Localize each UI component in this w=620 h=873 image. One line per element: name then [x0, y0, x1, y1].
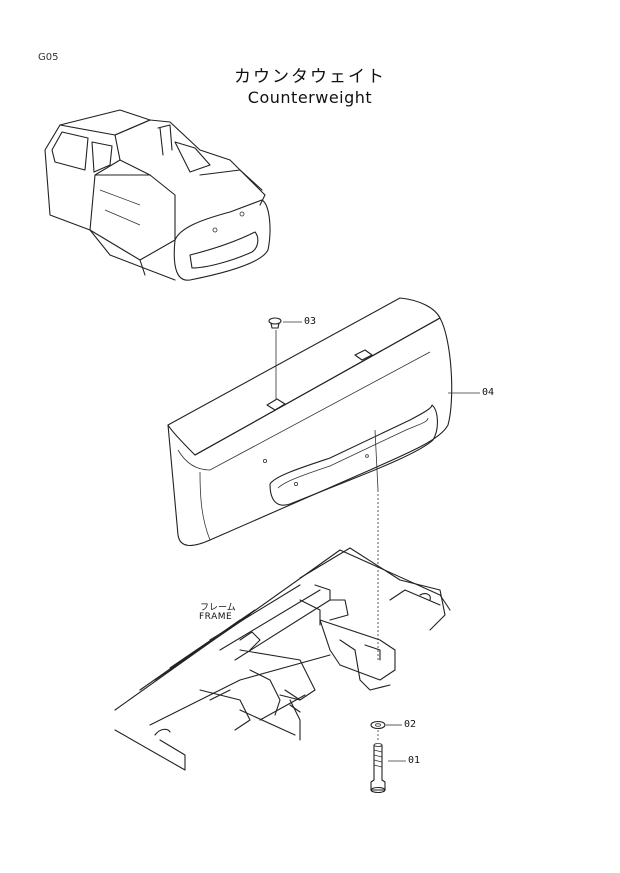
counterweight-part	[167, 297, 453, 546]
excavator-overview-illustration	[44, 109, 271, 281]
frame-part	[114, 547, 451, 771]
page-code: G05	[38, 52, 59, 63]
page-title-jp: カウンタウェイト	[234, 67, 386, 87]
frame-label-jp: フレーム	[200, 603, 236, 613]
callout-01: 01	[408, 755, 421, 766]
callout-04: 04	[482, 387, 495, 398]
callout-03: 03	[304, 316, 317, 327]
page-title-en: Counterweight	[247, 88, 373, 107]
bolt-and-washer-parts	[370, 490, 386, 794]
callout-02: 02	[404, 719, 417, 730]
callout-leaders	[283, 321, 480, 762]
frame-label-en: FRAME	[199, 612, 233, 622]
